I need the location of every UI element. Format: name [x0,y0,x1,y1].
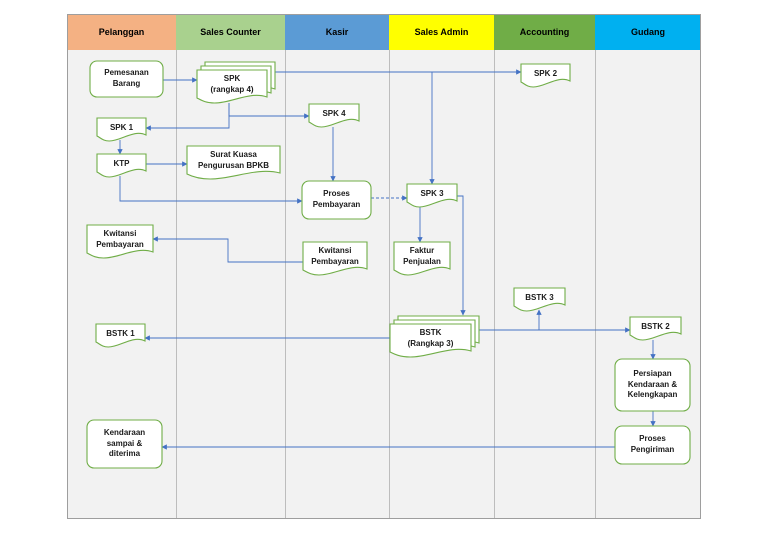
arrow-ktp-to-proses-pembayaran [119,176,303,204]
document-shape [96,153,147,178]
shape-kwitansi-pelanggan [86,224,154,259]
node-proses-pengiriman: Proses Pengiriman [630,434,675,454]
document-shape [95,323,146,348]
shape-spk2 [520,63,571,88]
lane-header-sales-admin: Sales Admin [389,14,494,50]
document-shape [520,63,571,88]
document-shape [406,183,458,208]
document-shape [86,224,154,259]
node-bstk-1: BSTK 1 [106,328,135,338]
shape-ktp [96,153,147,178]
document-shape [186,145,281,180]
node-bstk-2: BSTK 2 [641,321,670,331]
node-bstk-3: BSTK 3 [525,292,554,302]
document-shape [96,117,147,142]
document-shape [393,241,451,276]
shape-surat-kuasa [186,145,281,180]
node-spk-1: SPK 1 [109,122,134,132]
shape-persiapan [614,358,691,412]
lane-header-gudang: Gudang [595,14,701,50]
shape-kwitansi-kasir [302,241,368,276]
lane-body-sales-admin [389,50,494,519]
lane-label: Gudang [631,27,665,37]
shape-bstk3 [513,287,566,312]
process-box [614,425,691,465]
arrow-spk3-to-bstk-rangkap3 [457,195,466,316]
document-front [389,323,472,358]
lane-body-kasir [285,50,389,519]
document-front [196,69,268,104]
node-bstk-rangkap-3: BSTK (Rangkap 3) [407,328,454,348]
process-box [614,358,691,412]
node-spk-2: SPK 2 [533,68,558,78]
document-shape [629,316,682,341]
process-box [89,60,164,98]
shape-spk-rangkap4 [196,61,276,104]
arrow-spk-rangkap4-to-spk1 [145,103,230,131]
shape-faktur [393,241,451,276]
shape-proses-pembayaran [301,180,372,220]
node-kwitansi-kasir: Kwitansi Pembayaran [311,246,359,266]
lane-label: Accounting [519,27,570,37]
node-spk-rangkap-4: SPK (rangkap 4) [210,74,254,94]
arrow-kwitansi-kasir-to-kwitansi-pelanggan [152,236,303,263]
shape-proses-pengiriman [614,425,691,465]
shape-pemesanan [89,60,164,98]
shape-bstk-rangkap3 [389,315,480,358]
node-pemesanan-barang: Pemesanan Barang [104,68,149,88]
shape-bstk1 [95,323,146,348]
document-shape [308,103,360,128]
lane-body-accounting [494,50,595,519]
shape-spk3 [406,183,458,208]
node-faktur-penjualan: Faktur Penjualan [403,246,441,266]
shape-kendaraan [86,419,163,469]
node-persiapan-kendaraan: Persiapan Kendaraan & Kelengkapan [627,368,678,400]
shapes-layer [86,60,691,469]
document-shape [513,287,566,312]
lane-label: Sales Admin [414,27,469,37]
lane-header-accounting: Accounting [494,14,595,50]
lane-label: Pelanggan [98,27,145,37]
process-box [301,180,372,220]
node-ktp: KTP [113,158,130,168]
node-proses-pembayaran: Proses Pembayaran [312,189,361,209]
shape-spk4 [308,103,360,128]
lane-label: Kasir [325,27,349,37]
lane-header-sales-counter: Sales Counter [176,14,285,50]
process-box [86,419,163,469]
lane-header-pelanggan: Pelanggan [67,14,176,50]
lane-label: Sales Counter [200,27,261,37]
node-kendaraan-diterima: Kendaraan sampai & diterima [103,427,146,459]
shape-bstk2 [629,316,682,341]
node-surat-kuasa: Surat Kuasa Pengurusan BPKB [197,150,270,170]
arrow-spk-rangkap4-to-spk4 [228,103,310,119]
shape-spk1 [96,117,147,142]
document-shape [302,241,368,276]
lane-header-kasir: Kasir [285,14,389,50]
node-spk-3: SPK 3 [420,188,444,198]
node-kwitansi-pelanggan: Kwitansi Pembayaran [96,229,144,249]
edges-layer [117,69,656,450]
node-spk-4: SPK 4 [322,108,346,118]
